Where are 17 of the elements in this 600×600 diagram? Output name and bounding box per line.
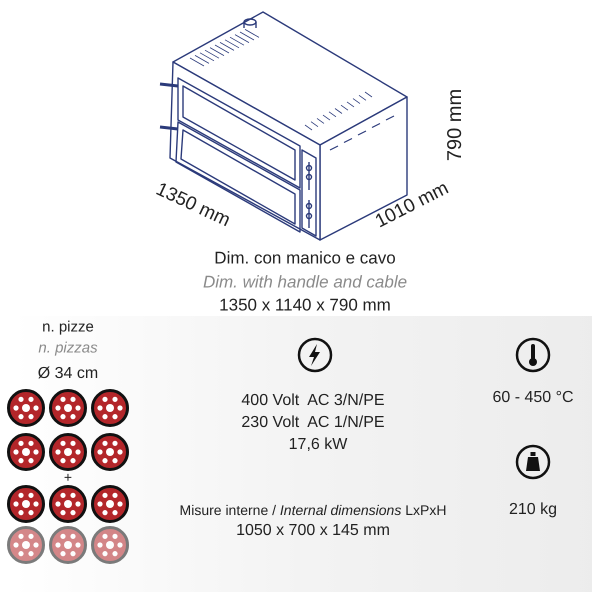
dimension-text: 1350 x 1140 x 790 mm	[219, 296, 391, 314]
dimension-text: 790 mm	[445, 88, 465, 162]
caption-text: Dim. con manico e cavo	[214, 250, 396, 266]
dimension-text: 1350 mm	[153, 180, 233, 230]
plus-sign: +	[64, 470, 72, 484]
dimension-text: Misure interne / Internal dimensions LxPxH	[180, 503, 446, 517]
dimension-text: 1010 mm	[372, 178, 452, 232]
heading-text: n. pizzas	[38, 340, 98, 356]
heading-text: n. pizze	[42, 320, 94, 334]
caption-text: Dim. with handle and cable	[202, 274, 408, 290]
diameter-text: Ø 34 cm	[38, 366, 98, 382]
dimension-text: 1050 x 700 x 145 mm	[236, 523, 390, 539]
power-text: 230 Volt AC 1/N/PE	[241, 415, 385, 431]
weight-text: 210 kg	[508, 502, 558, 518]
power-text: 400 Volt AC 3/N/PE	[241, 393, 385, 409]
power-text: 17,6 kW	[288, 437, 348, 453]
temperature-text: 60 - 450 °C	[492, 390, 574, 406]
